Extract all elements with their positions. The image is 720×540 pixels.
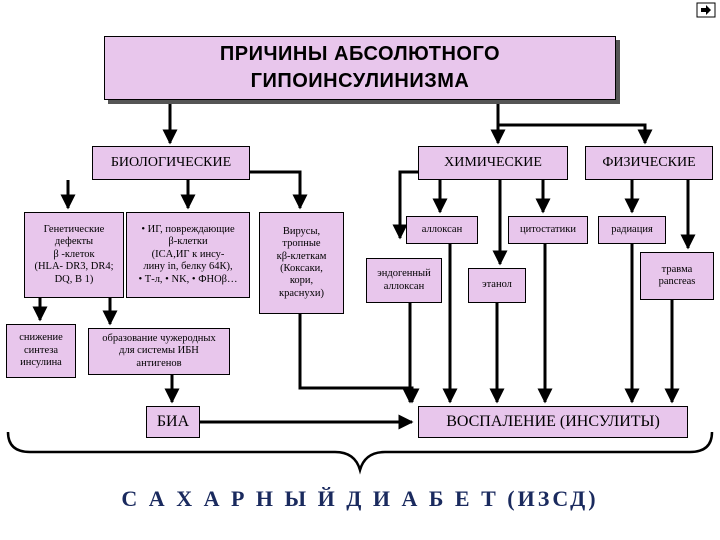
trauma-line-2: pancreas <box>658 276 696 287</box>
radiation-box: радиация <box>598 216 666 244</box>
viruses-line-2: тропные <box>282 238 321 250</box>
inflammation-label: ВОСПАЛЕНИЕ (ИНСУЛИТЫ) <box>446 412 660 430</box>
ethanol-box: этанол <box>468 268 526 303</box>
synthesis-line-1: снижение <box>19 332 63 344</box>
category-biological: БИОЛОГИЧЕСКИЕ <box>92 146 250 180</box>
nav-arrow-icon[interactable] <box>696 2 716 18</box>
antigens-line-3: антигенов <box>136 357 182 369</box>
title-line-1: ПРИЧИНЫ АБСОЛЮТНОГО <box>219 43 501 65</box>
viruses-line-3: кβ-клеткам <box>276 250 327 262</box>
endogenous-alloxan-box: эндогенный аллоксан <box>366 258 442 303</box>
category-chemical: ХИМИЧЕСКИЕ <box>418 146 568 180</box>
antigens-line-2: для системы ИБН <box>119 345 199 357</box>
genetic-line-1: Генетические <box>43 224 105 236</box>
viruses-box: Вирусы, тропные кβ-клеткам (Коксаки, кор… <box>259 212 344 314</box>
inflammation-box: ВОСПАЛЕНИЕ (ИНСУЛИТЫ) <box>418 406 688 438</box>
bia-label: БИА <box>156 412 190 430</box>
cytostatics-label: цитостатики <box>520 223 576 235</box>
genetic-line-2: дефекты <box>54 236 94 248</box>
pancreas-trauma-box: травма pancreas <box>640 252 714 300</box>
title-box: ПРИЧИНЫ АБСОЛЮТНОГО ГИПОИНСУЛИНИЗМА <box>104 36 616 100</box>
viruses-line-5: кори, <box>289 275 314 287</box>
arrow-title-phys <box>498 123 653 145</box>
insulin-synthesis-box: снижение синтеза инсулина <box>6 324 76 378</box>
category-chemical-label: ХИМИЧЕСКИЕ <box>444 154 542 170</box>
foreign-antigens-box: образование чужеродных для системы ИБН а… <box>88 328 230 375</box>
antigens-line-1: образование чужеродных <box>102 332 216 344</box>
ig-line-3: (ICA,ИГ к инсу- <box>151 248 225 260</box>
viruses-line-6: краснухи) <box>279 287 324 299</box>
viruses-line-4: (Коксаки, <box>280 263 323 274</box>
ig-line-1: • ИГ, повреждающие <box>141 224 235 236</box>
alloxan-box: аллоксан <box>406 216 478 244</box>
synthesis-line-3: инсулина <box>20 357 62 369</box>
arrow-viruses-inflammation <box>298 314 420 404</box>
genetic-defects-box: Генетические дефекты β -клеток (HLA- DR3… <box>24 212 124 298</box>
alloxan-label: аллоксан <box>421 223 463 235</box>
title-line-2: ГИПОИНСУЛИНИЗМА <box>250 70 470 92</box>
genetic-line-3: β -клеток <box>53 248 95 260</box>
diabetes-title: С А Х А Р Н Ы Й Д И А Б Е Т (ИЗСД) <box>121 486 599 511</box>
ig-line-4: лину in, белку 64К), <box>143 261 233 273</box>
bia-box: БИА <box>146 406 200 438</box>
category-biological-label: БИОЛОГИЧЕСКИЕ <box>110 154 232 170</box>
arrow-chem-endo <box>392 170 418 240</box>
antibodies-box: • ИГ, повреждающие β-клетки (ICA,ИГ к ин… <box>126 212 250 298</box>
category-physical: ФИЗИЧЕСКИЕ <box>585 146 713 180</box>
arrow-bio-viruses <box>250 170 308 210</box>
ig-line-5: • Т-л, • NK, • ФНОβ… <box>138 273 238 285</box>
synthesis-line-2: синтеза <box>23 344 59 356</box>
endo-alloxan-line-1: эндогенный <box>377 268 431 280</box>
trauma-line-1: травма <box>661 263 693 275</box>
summary-brace <box>6 431 714 475</box>
genetic-line-4: (HLA- DR3, DR4; <box>34 261 114 273</box>
endo-alloxan-line-2: аллоксан <box>383 280 425 292</box>
radiation-label: радиация <box>611 223 653 235</box>
viruses-line-1: Вирусы, <box>282 225 321 237</box>
category-physical-label: ФИЗИЧЕСКИЕ <box>602 154 696 170</box>
genetic-line-5: DQ, B 1) <box>54 273 94 285</box>
ig-line-2: β-клетки <box>168 236 208 248</box>
ethanol-label: этанол <box>482 279 512 291</box>
cytostatics-box: цитостатики <box>508 216 588 244</box>
